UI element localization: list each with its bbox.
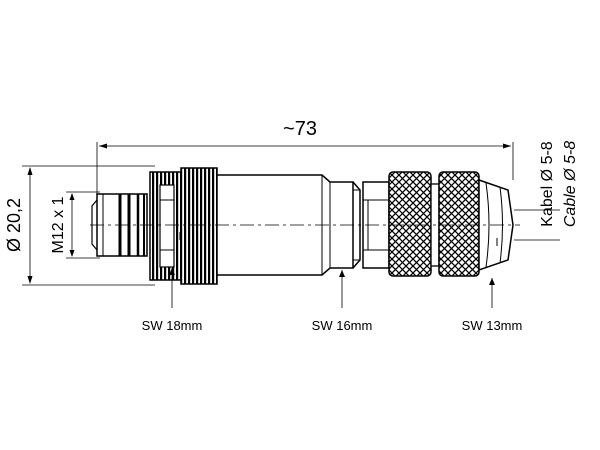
body-sleeve (216, 174, 361, 276)
wrench-callout-coupling: SW 18mm (142, 268, 203, 333)
cable-diameter-dimension: Kabel Ø 5-8 Cable Ø 5-8 (514, 141, 579, 241)
wrench-size-cable-label: SW 13mm (462, 318, 523, 333)
knurled-nut-front (388, 171, 432, 277)
cable-diameter-label-de: Kabel Ø 5-8 (539, 141, 556, 226)
cable-diameter-label-en: Cable Ø 5-8 (562, 141, 579, 227)
wrench-size-body-label: SW 16mm (312, 318, 373, 333)
outer-diameter-dimension: Ø 20,2 (4, 165, 155, 286)
thread-dimension: M12 x 1 (50, 191, 100, 259)
length-dimension: ~73 (96, 118, 514, 200)
wrench-callout-cable: SW 13mm (462, 278, 523, 333)
coupling-nut (149, 167, 218, 285)
connector-body (91, 167, 514, 285)
knurled-nut-rear (438, 171, 480, 277)
thread-label: M12 x 1 (50, 196, 67, 253)
outer-diameter-label: Ø 20,2 (4, 198, 24, 252)
length-label: ~73 (283, 118, 317, 140)
wrench-callout-body: SW 16mm (312, 270, 373, 333)
wrench-size-coupling-label: SW 18mm (142, 318, 203, 333)
